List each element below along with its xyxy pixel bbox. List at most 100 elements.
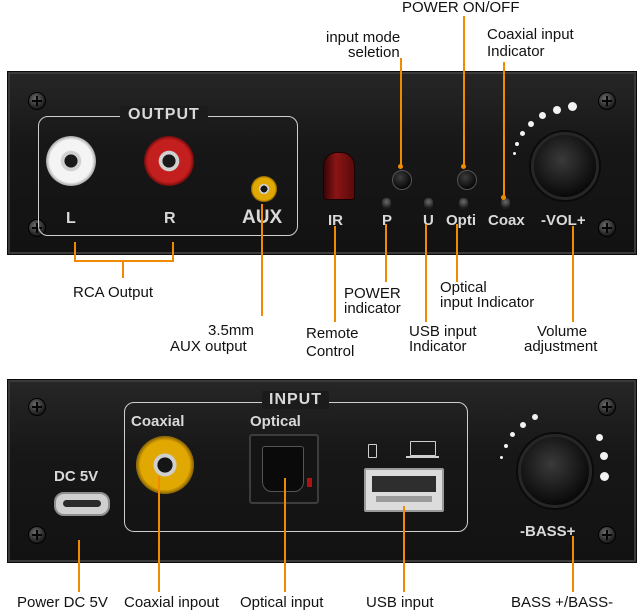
callout-aux-1: 3.5mm bbox=[208, 322, 254, 339]
usb-led bbox=[424, 198, 433, 209]
coax-label: Coax bbox=[488, 212, 525, 229]
leader-line bbox=[122, 260, 124, 278]
screw-icon bbox=[28, 526, 46, 544]
callout-optical-ind-2: input Indicator bbox=[440, 294, 535, 311]
callout-coax-indicator-1: Coaxial input bbox=[487, 26, 574, 43]
usb-stick-icon bbox=[368, 444, 377, 458]
leader-line bbox=[425, 224, 427, 322]
power-button[interactable] bbox=[457, 170, 477, 190]
leader-line bbox=[334, 226, 336, 322]
leader-line bbox=[385, 224, 387, 282]
callout-rca-output: RCA Output bbox=[73, 284, 154, 301]
volume-scale-dot bbox=[539, 112, 546, 119]
volume-scale-dot bbox=[553, 106, 561, 114]
leader-line bbox=[400, 58, 402, 168]
leader-line bbox=[456, 224, 458, 282]
callout-remote-2: Control bbox=[306, 343, 355, 360]
leader-line bbox=[284, 478, 286, 592]
callout-power-dc: Power DC 5V bbox=[17, 594, 108, 611]
rca-left-jack[interactable] bbox=[46, 136, 96, 186]
bass-scale-dot bbox=[532, 414, 538, 420]
screw-icon bbox=[28, 398, 46, 416]
volume-scale-dot bbox=[515, 142, 519, 146]
callout-input-mode-1: input mode bbox=[326, 29, 401, 46]
bass-scale-dot bbox=[504, 444, 508, 448]
callout-input-mode-2: seletion bbox=[348, 44, 400, 61]
rear-panel-bottom: INPUT DC 5V Coaxial Optical -BASS+ bbox=[8, 380, 636, 562]
bass-scale-dot bbox=[600, 472, 609, 481]
callout-usb-ind-2: Indicator bbox=[409, 338, 467, 355]
coaxial-label: Coaxial bbox=[131, 413, 185, 430]
bass-scale-dot bbox=[510, 432, 515, 437]
callout-power-ind-2: indicator bbox=[344, 300, 401, 317]
optical-port[interactable] bbox=[249, 434, 319, 504]
callout-volume-2: adjustment bbox=[524, 338, 598, 355]
rear-panel-top: OUTPUT L R AUX IR P U Opti Coax -VOL+ bbox=[8, 72, 636, 254]
volume-scale-dot bbox=[528, 121, 534, 127]
leader-line bbox=[74, 260, 174, 262]
callout-coax-indicator-2: Indicator bbox=[487, 43, 545, 60]
screw-icon bbox=[598, 526, 616, 544]
leader-line bbox=[74, 242, 76, 262]
callout-bass: BASS +/BASS- bbox=[511, 594, 614, 611]
leader-line bbox=[261, 204, 263, 316]
callout-volume-1: Volume bbox=[537, 323, 588, 340]
bass-knob[interactable] bbox=[518, 434, 592, 508]
leader-line bbox=[158, 476, 160, 592]
screw-icon bbox=[598, 219, 616, 237]
volume-scale-dot bbox=[513, 152, 516, 155]
leader-dot bbox=[501, 195, 506, 200]
input-mode-button[interactable] bbox=[392, 170, 412, 190]
screw-icon bbox=[598, 92, 616, 110]
output-label: OUTPUT bbox=[120, 106, 208, 124]
callout-remote-1: Remote bbox=[306, 325, 359, 342]
callout-coaxial-input: Coaxial inpout bbox=[124, 594, 220, 611]
volume-scale-dot bbox=[520, 131, 525, 136]
leader-line bbox=[403, 506, 405, 592]
callout-usb-input: USB input bbox=[366, 594, 434, 611]
bass-scale-dot bbox=[520, 422, 526, 428]
screw-icon bbox=[598, 398, 616, 416]
leader-line bbox=[78, 540, 80, 592]
bass-label: -BASS+ bbox=[520, 523, 576, 540]
rca-right-jack[interactable] bbox=[144, 136, 194, 186]
power-led bbox=[382, 198, 391, 209]
screw-icon bbox=[28, 92, 46, 110]
callout-usb-ind-1: USB input bbox=[409, 323, 477, 340]
usb-c-port[interactable] bbox=[54, 492, 110, 516]
volume-knob[interactable] bbox=[531, 132, 599, 200]
bass-scale-dot bbox=[600, 452, 608, 460]
leader-line bbox=[572, 536, 574, 592]
laptop-icon-base bbox=[406, 456, 439, 458]
callout-optical-ind-1: Optical bbox=[440, 279, 487, 296]
aux-jack[interactable] bbox=[251, 176, 277, 202]
optical-label: Optical bbox=[250, 413, 301, 430]
opti-label: Opti bbox=[446, 212, 476, 229]
optical-led bbox=[459, 198, 468, 209]
callout-power-onoff: POWER ON/OFF bbox=[402, 0, 520, 16]
laptop-icon bbox=[410, 441, 436, 456]
volume-scale-dot bbox=[568, 102, 577, 111]
callout-aux-2: AUX output bbox=[170, 338, 247, 355]
leader-line bbox=[463, 16, 465, 168]
u-label: U bbox=[423, 212, 434, 229]
bass-scale-dot bbox=[500, 456, 503, 459]
coaxial-jack[interactable] bbox=[136, 436, 194, 494]
leader-line bbox=[172, 242, 174, 262]
callout-optical-input: Optical input bbox=[240, 594, 324, 611]
bass-scale-dot bbox=[596, 434, 603, 441]
rca-l-label: L bbox=[66, 210, 76, 227]
coax-led bbox=[501, 198, 510, 209]
input-label: INPUT bbox=[262, 391, 329, 409]
vol-label: -VOL+ bbox=[541, 212, 586, 229]
ir-receiver bbox=[323, 152, 355, 200]
leader-dot bbox=[461, 164, 466, 169]
p-label: P bbox=[382, 212, 393, 229]
rca-r-label: R bbox=[164, 210, 176, 227]
dc-label: DC 5V bbox=[54, 468, 99, 485]
ir-label: IR bbox=[328, 212, 343, 229]
leader-line bbox=[503, 62, 505, 198]
callout-power-ind-1: POWER bbox=[344, 285, 401, 302]
leader-dot bbox=[398, 164, 403, 169]
leader-line bbox=[572, 226, 574, 322]
